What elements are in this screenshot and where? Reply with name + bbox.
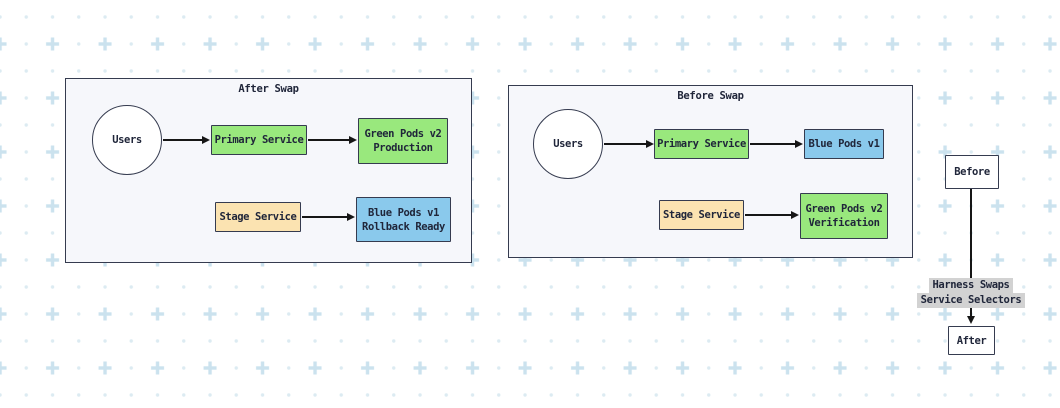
arrow-stage-to-green-pods [745,214,791,216]
node-blue-pods-line2: Rollback Ready [362,220,445,233]
node-before-label: Before [954,166,990,178]
container-after-swap: After Swap Users Primary Service Green P… [65,78,472,263]
node-blue-pods-line1: Blue Pods v1 [367,206,440,219]
node-before: Before [945,155,999,189]
node-green-pods-line2: Verification [808,217,880,229]
node-primary-service: Primary Service [211,125,307,155]
node-primary-service-label: Primary Service [657,138,746,150]
arrow-users-to-primary [604,143,646,145]
node-users: Users [533,109,603,179]
node-users-label: Users [553,138,583,150]
arrow-primary-to-blue-pods [750,143,795,145]
node-blue-pods-rollback: Blue Pods v1 Rollback Ready [356,197,451,242]
container-after-swap-title: After Swap [238,83,299,95]
node-stage-service-label: Stage Service [663,209,740,221]
node-primary-service-label: Primary Service [214,134,304,146]
node-primary-service: Primary Service [654,129,749,159]
container-before-swap: Before Swap Users Primary Service Blue P… [508,85,913,258]
edge-label-line1: Harness Swaps [928,278,1014,293]
node-green-pods-production: Green Pods v2 Production [358,118,448,164]
edge-label-line2: Service Selectors [916,293,1026,308]
container-before-swap-title: Before Swap [677,90,744,102]
node-green-pods-line2: Production [373,142,433,154]
node-green-pods-line1: Green Pods v2 [364,128,442,140]
node-users-label: Users [112,134,142,146]
arrow-stage-to-blue-pods [302,216,347,218]
arrow-before-to-after [970,189,972,316]
node-blue-pods-v1-label: Blue Pods v1 [808,138,880,150]
node-stage-service: Stage Service [659,200,744,230]
node-stage-service: Stage Service [215,202,301,232]
arrow-users-to-primary [163,139,202,141]
edge-label-harness-swaps: Harness Swaps Service Selectors [905,278,1037,308]
node-blue-pods-v1: Blue Pods v1 [804,129,884,159]
node-after-label: After [956,334,987,347]
node-users: Users [92,105,162,175]
node-after: After [948,326,995,355]
node-green-pods-verification: Green Pods v2 Verification [800,193,888,239]
node-stage-service-label: Stage Service [219,211,297,223]
arrow-primary-to-green-pods [308,139,349,141]
node-green-pods-line1: Green Pods v2 [805,203,883,215]
